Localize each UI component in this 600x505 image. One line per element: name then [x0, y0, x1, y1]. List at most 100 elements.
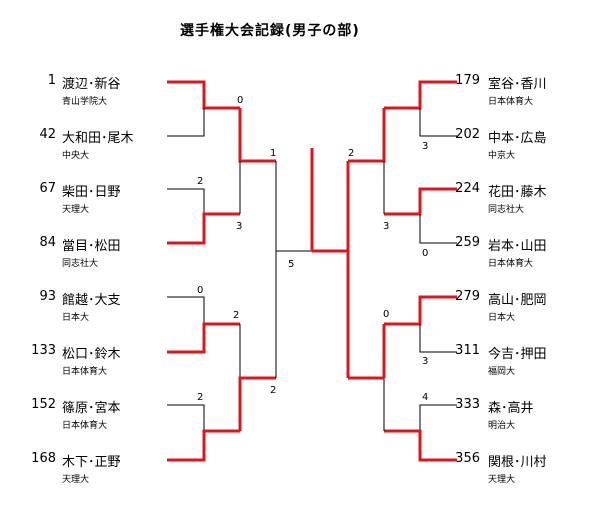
match-score: 3: [236, 221, 242, 232]
school-name: 同志社大: [488, 205, 525, 215]
player-pair-name: 松口･鈴木: [62, 347, 121, 362]
winner-line-4: [167, 212, 240, 245]
right-entry-7: 333 森･高井明治大: [422, 397, 592, 437]
seed-number: 42: [39, 127, 56, 142]
left-entry-2: 42 大和田･尾木中央大: [18, 127, 168, 167]
school-name: 日本大: [488, 313, 516, 323]
player-pair-name: 木下･正野: [62, 455, 121, 470]
winner-line-15: [384, 80, 457, 110]
winner-line-19: [384, 295, 457, 326]
seed-number: 179: [455, 73, 480, 88]
seed-number: 67: [39, 181, 56, 196]
school-name: 天理大: [62, 475, 90, 485]
school-name: 日本体育大: [62, 367, 108, 377]
player-pair-name: 今吉･押田: [488, 347, 547, 362]
player-pair-name: 岩本･山田: [488, 239, 547, 254]
match-score: 3: [422, 356, 428, 367]
match-score: 4: [422, 392, 428, 403]
seed-number: 133: [31, 343, 56, 358]
seed-number: 224: [455, 181, 480, 196]
school-name: 福岡大: [488, 367, 516, 377]
loser-line-18: [419, 214, 457, 244]
seed-number: 84: [39, 235, 56, 250]
school-name: 日本大: [62, 313, 90, 323]
match-score: 3: [383, 221, 389, 232]
loser-line-2: [167, 108, 205, 137]
loser-line-5: [167, 296, 205, 324]
player-pair-name: 篠原･宮本: [62, 401, 121, 416]
loser-line-3: [167, 188, 205, 214]
player-pair-name: 関根･川村: [488, 455, 547, 470]
school-name: 天理大: [488, 475, 516, 485]
school-name: 日本体育大: [488, 259, 534, 269]
player-pair-name: 森･高井: [488, 401, 534, 416]
player-pair-name: 中本･広島: [488, 131, 547, 146]
right-entry-5: 279 高山･肥岡日本大: [422, 289, 592, 329]
school-name: 明治大: [488, 421, 516, 431]
player-pair-name: 室谷･香川: [488, 77, 547, 92]
right-entry-4: 259 岩本･山田日本体育大: [422, 235, 592, 275]
winner-line-8: [167, 429, 240, 462]
right-entry-3: 224 花田･藤木同志社大: [422, 181, 592, 221]
left-entry-3: 67 柴田･日野天理大: [18, 181, 168, 221]
winner-line-1: [167, 80, 240, 110]
match-score: 2: [233, 310, 239, 321]
match-score: 0: [197, 285, 203, 296]
match-score: 0: [422, 248, 428, 259]
seed-number: 311: [455, 343, 480, 358]
right-entry-2: 202 中本･広島中京大: [422, 127, 592, 167]
match-score: 0: [383, 309, 389, 320]
match-score: 3: [422, 141, 428, 152]
school-name: 青山学院大: [62, 97, 108, 107]
seed-number: 152: [31, 397, 56, 412]
seed-number: 93: [39, 289, 56, 304]
school-name: 天理大: [62, 205, 90, 215]
loser-line-16: [419, 108, 457, 137]
left-entry-1: 1 渡辺･新谷青山学院大: [18, 73, 168, 113]
player-pair-name: 渡辺･新谷: [62, 77, 121, 92]
winner-line-17: [384, 187, 457, 216]
player-pair-name: 當目･松田: [62, 239, 121, 254]
player-pair-name: 花田･藤木: [488, 185, 547, 200]
match-score: 2: [197, 392, 203, 403]
winner-line-12: [238, 376, 276, 431]
player-pair-name: 大和田･尾木: [62, 131, 134, 146]
school-name: 同志社大: [62, 259, 99, 269]
right-entry-8: 356 関根･川村天理大: [422, 451, 592, 491]
left-entry-8: 168 木下･正野天理大: [18, 451, 168, 491]
loser-line-20: [419, 324, 457, 353]
seed-number: 356: [455, 451, 480, 466]
school-name: 日本体育大: [62, 421, 108, 431]
school-name: 日本体育大: [488, 97, 534, 107]
winner-line-6: [167, 322, 240, 354]
match-score: 5: [288, 259, 294, 270]
left-entry-5: 93 館越･大支日本大: [18, 289, 168, 329]
bracket-title: 選手権大会記録(男子の部): [180, 23, 360, 39]
seed-number: 202: [455, 127, 480, 142]
player-pair-name: 高山･肥岡: [488, 293, 547, 308]
seed-number: 259: [455, 235, 480, 250]
left-entry-7: 152 篠原･宮本日本体育大: [18, 397, 168, 437]
seed-number: 1: [47, 73, 56, 88]
match-score: 2: [348, 148, 354, 159]
loser-line-7: [167, 404, 205, 431]
player-pair-name: 館越･大支: [62, 293, 121, 308]
match-score: 2: [270, 385, 276, 396]
left-entry-4: 84 當目･松田同志社大: [18, 235, 168, 275]
seed-number: 168: [31, 451, 56, 466]
loser-line-21: [419, 404, 457, 431]
winner-line-22: [384, 429, 457, 462]
school-name: 中央大: [62, 151, 90, 161]
match-score: 0: [237, 95, 243, 106]
school-name: 中京大: [488, 151, 516, 161]
right-entry-6: 311 今吉･押田福岡大: [422, 343, 592, 383]
player-pair-name: 柴田･日野: [62, 185, 121, 200]
seed-number: 279: [455, 289, 480, 304]
right-entry-1: 179 室谷･香川日本体育大: [422, 73, 592, 113]
left-entry-6: 133 松口･鈴木日本体育大: [18, 343, 168, 383]
match-score: 2: [197, 176, 203, 187]
seed-number: 333: [455, 397, 480, 412]
match-score: 1: [270, 148, 276, 159]
